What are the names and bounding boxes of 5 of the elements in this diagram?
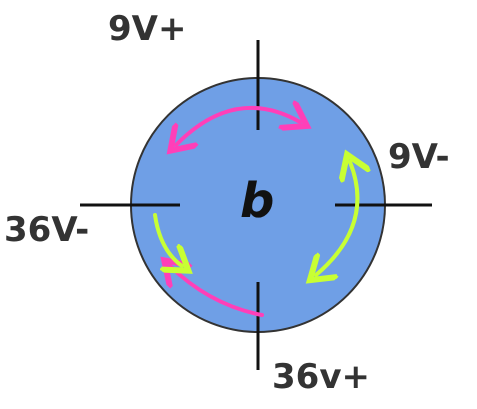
terminal-label: 9V- (388, 140, 450, 174)
terminal-label: 9V+ (108, 12, 186, 46)
node-label: b (240, 177, 274, 225)
terminal-label: 36V- (4, 213, 90, 247)
terminal-label: 36v+ (272, 360, 370, 394)
